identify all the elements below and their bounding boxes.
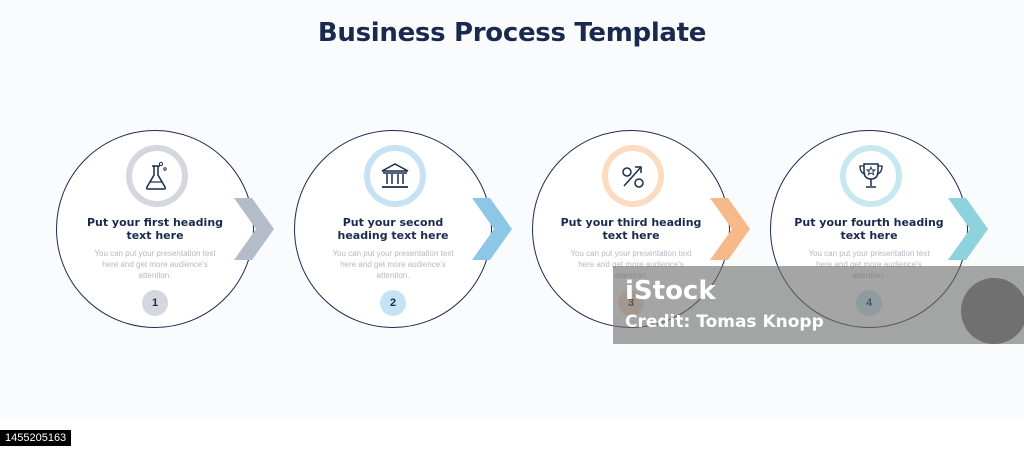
icon-ring <box>126 145 188 207</box>
trophy-icon <box>859 163 883 188</box>
icon-ring <box>364 145 426 207</box>
step-heading: Put your fourth heading text here <box>794 216 944 242</box>
watermark-credit: Credit: Tomas Knopp <box>625 312 824 332</box>
step-heading: Put your first heading text here <box>86 216 224 242</box>
watermark-logo: iStock <box>625 276 716 306</box>
step-body: You can put your presentation text here … <box>94 249 216 280</box>
chevron-shape <box>710 198 750 260</box>
chevron-right-icon <box>472 198 512 260</box>
chevron-right-icon <box>234 198 274 260</box>
icon-ring <box>840 145 902 207</box>
step-heading: Put your third heading text here <box>560 216 702 242</box>
flask-icon <box>145 161 167 190</box>
step-number: 1 <box>142 290 168 316</box>
process-step-1: Put your first heading text here You can… <box>56 130 274 328</box>
watermark-blob <box>961 278 1024 344</box>
step-number: 2 <box>380 290 406 316</box>
percent-icon <box>622 166 644 188</box>
chevron-right-icon <box>948 198 988 260</box>
step-body: You can put your presentation text here … <box>332 249 454 280</box>
chevron-right-icon <box>710 198 750 260</box>
process-step-2: Put your second heading text here You ca… <box>294 130 512 328</box>
stock-watermark: iStock Credit: Tomas Knopp <box>613 266 1024 344</box>
bank-icon <box>381 163 409 188</box>
chevron-shape <box>472 198 512 260</box>
chevron-shape <box>234 198 274 260</box>
step-heading: Put your second heading text here <box>337 216 449 242</box>
chevron-shape <box>948 198 988 260</box>
page-title: Business Process Template <box>317 18 707 48</box>
icon-ring <box>602 145 664 207</box>
image-id-label: 1455205163 <box>0 430 72 446</box>
